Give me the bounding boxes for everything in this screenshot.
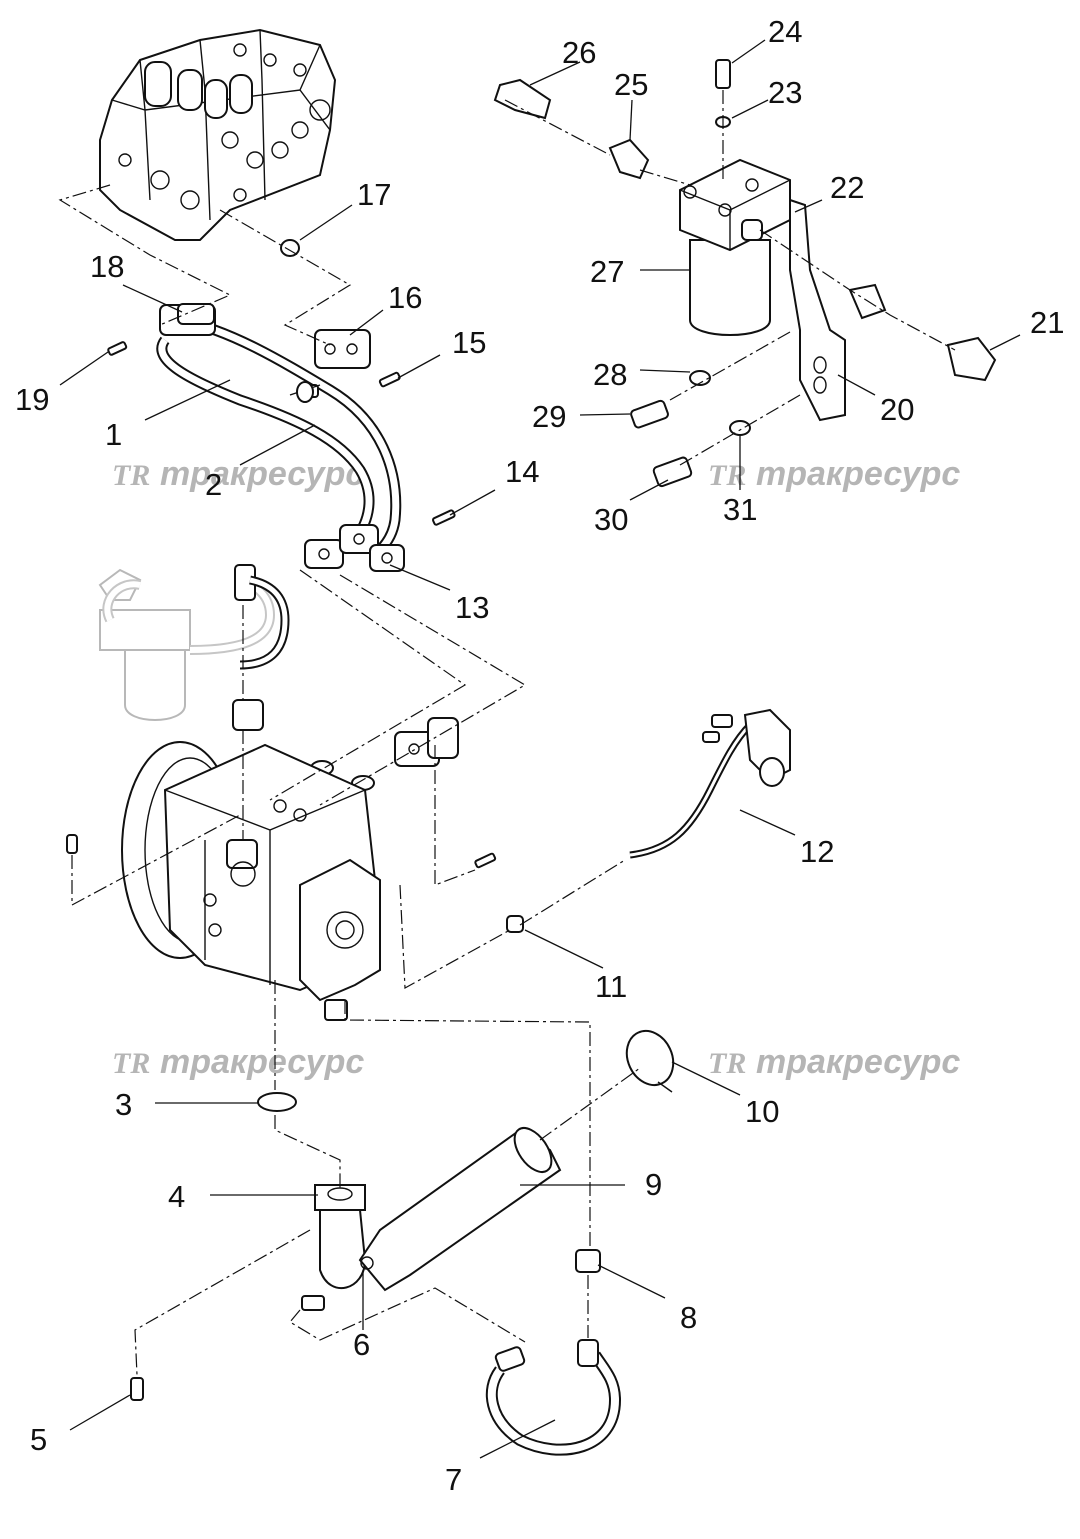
callout-11: 11 xyxy=(595,969,627,1004)
bolt-29 xyxy=(630,370,711,429)
watermark-text: тракресурс xyxy=(756,1043,960,1081)
callout-18: 18 xyxy=(90,249,124,284)
callout-labels: 1 2 3 4 5 6 7 8 9 10 11 12 13 14 15 16 1… xyxy=(15,14,1064,1497)
assembly-lines xyxy=(58,90,956,1376)
callout-7: 7 xyxy=(445,1462,462,1497)
watermark-text: тракресурс xyxy=(160,1043,364,1081)
return-hose xyxy=(485,1339,622,1456)
callout-13: 13 xyxy=(455,590,489,625)
watermark-logo: TR xyxy=(112,459,150,492)
pump-top-fitting xyxy=(232,564,290,731)
callout-9: 9 xyxy=(645,1167,662,1202)
watermark-1: TR тракресурс xyxy=(112,455,364,493)
callout-16: 16 xyxy=(388,280,422,315)
callout-19: 19 xyxy=(15,382,49,417)
split-flange-set xyxy=(304,524,405,572)
callout-28: 28 xyxy=(593,357,627,392)
callout-31: 31 xyxy=(723,492,757,527)
watermark-logo: TR xyxy=(708,1047,746,1080)
fitting-21 xyxy=(848,283,997,382)
watermark-text: тракресурс xyxy=(160,455,364,493)
pilot-line-12 xyxy=(629,708,791,859)
bolts-small xyxy=(107,239,497,869)
hose-clamp xyxy=(625,1029,675,1093)
callout-15: 15 xyxy=(452,325,486,360)
leader-lines xyxy=(59,39,1021,1459)
fitting-26 xyxy=(493,78,552,120)
callout-1: 1 xyxy=(105,417,122,452)
suction-pipe-assembly xyxy=(301,1127,562,1311)
callout-25: 25 xyxy=(614,67,648,102)
fitting-11 xyxy=(506,915,524,933)
callout-22: 22 xyxy=(830,170,864,205)
callout-6: 6 xyxy=(353,1327,370,1362)
callout-5: 5 xyxy=(30,1422,47,1457)
callout-10: 10 xyxy=(745,1094,779,1129)
bolt-30 xyxy=(652,420,751,488)
hydraulic-pump xyxy=(66,741,381,1021)
fitting-25 xyxy=(608,138,650,180)
pressure-filter-assembly xyxy=(679,158,846,422)
callout-27: 27 xyxy=(590,254,624,289)
callout-8: 8 xyxy=(680,1300,697,1335)
adapter-8 xyxy=(575,1249,601,1273)
control-valve-block xyxy=(99,28,337,241)
callout-24: 24 xyxy=(768,14,802,49)
watermark-text: тракресурс xyxy=(756,455,960,493)
watermark-2: TR тракресурс xyxy=(708,455,960,493)
callout-3: 3 xyxy=(115,1087,132,1122)
flange-16 xyxy=(314,329,371,369)
watermark-3: TR тракресурс xyxy=(112,1043,364,1081)
bolt-5 xyxy=(130,1377,144,1401)
flange-18 xyxy=(177,303,215,325)
callout-17: 17 xyxy=(357,177,391,212)
callout-14: 14 xyxy=(505,454,539,489)
callout-4: 4 xyxy=(168,1179,185,1214)
watermark-4: TR тракресурс xyxy=(708,1043,960,1081)
callout-23: 23 xyxy=(768,75,802,110)
callout-21: 21 xyxy=(1030,305,1064,340)
callout-30: 30 xyxy=(594,502,628,537)
watermark-logo: TR xyxy=(112,1047,150,1080)
callout-29: 29 xyxy=(532,399,566,434)
callout-20: 20 xyxy=(880,392,914,427)
callout-12: 12 xyxy=(800,834,834,869)
callout-2: 2 xyxy=(205,467,222,502)
callout-26: 26 xyxy=(562,35,596,70)
